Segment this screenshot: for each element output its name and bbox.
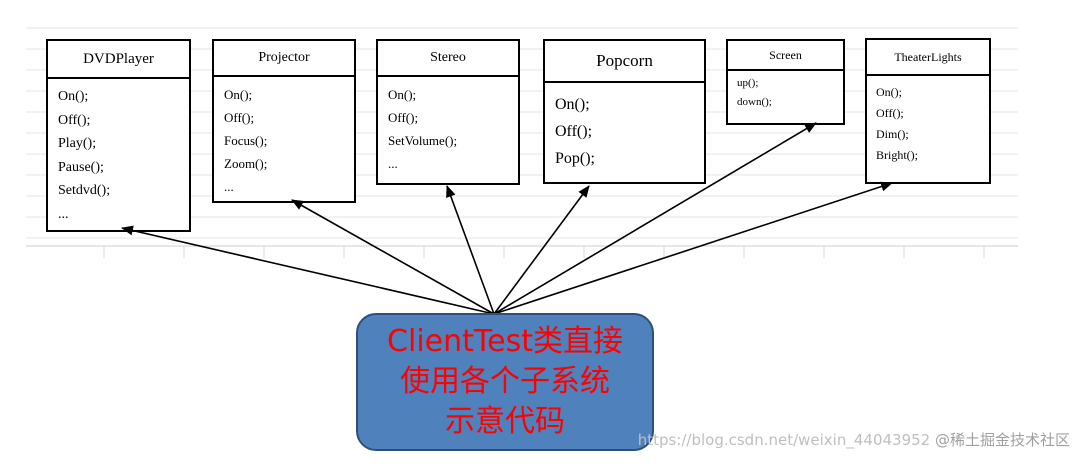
method-item: Pop(); bbox=[555, 150, 595, 167]
method-item: SetVolume(); bbox=[388, 133, 458, 148]
client-text-line: 使用各个子系统 bbox=[400, 364, 610, 399]
method-item: Zoom(); bbox=[224, 156, 268, 171]
class-methods-theaterlights: On(); Off(); Dim(); Bright(); bbox=[867, 76, 989, 166]
method-item: ... bbox=[58, 206, 69, 222]
class-title-screen: Screen bbox=[728, 41, 843, 71]
method-item: Off(); bbox=[388, 110, 419, 125]
method-item: On(); bbox=[555, 96, 590, 113]
class-title-dvdplayer: DVDPlayer bbox=[48, 41, 189, 79]
method-item: Off(); bbox=[876, 106, 904, 120]
method-item: On(); bbox=[876, 85, 902, 99]
class-box-dvdplayer: DVDPlayer On(); Off(); Play(); Pause(); … bbox=[46, 39, 191, 232]
method-item: down(); bbox=[737, 96, 772, 108]
method-item: up(); bbox=[737, 77, 759, 89]
class-box-theaterlights: TheaterLights On(); Off(); Dim(); Bright… bbox=[865, 38, 991, 184]
class-methods-stereo: On(); Off(); SetVolume(); ... bbox=[378, 77, 518, 175]
class-title-theaterlights: TheaterLights bbox=[867, 40, 989, 76]
watermark-brand: @稀土掘金技术社区 bbox=[934, 431, 1070, 449]
class-methods-dvdplayer: On(); Off(); Play(); Pause(); Setdvd(); … bbox=[48, 79, 189, 226]
class-box-popcorn: Popcorn On(); Off(); Pop(); bbox=[543, 39, 706, 184]
method-item: On(); bbox=[58, 89, 89, 104]
class-title-popcorn: Popcorn bbox=[545, 41, 704, 83]
class-methods-projector: On(); Off(); Focus(); Zoom(); ... bbox=[214, 77, 354, 198]
client-text-line: ClientTest类直接 bbox=[387, 324, 623, 359]
method-item: Off(); bbox=[555, 123, 593, 140]
method-item: ... bbox=[224, 179, 234, 194]
method-item: Dim(); bbox=[876, 127, 909, 141]
method-item: On(); bbox=[224, 87, 253, 102]
method-item: Play(); bbox=[58, 136, 97, 151]
class-title-projector: Projector bbox=[214, 41, 354, 77]
watermark: https://blog.csdn.net/weixin_44043952 @稀… bbox=[638, 429, 1070, 450]
method-item: Off(); bbox=[58, 112, 91, 128]
class-box-stereo: Stereo On(); Off(); SetVolume(); ... bbox=[376, 39, 520, 185]
method-item: Focus(); bbox=[224, 133, 268, 148]
class-box-projector: Projector On(); Off(); Focus(); Zoom(); … bbox=[212, 39, 356, 203]
watermark-url: https://blog.csdn.net/weixin_44043952 bbox=[637, 431, 931, 449]
method-item: Setdvd(); bbox=[58, 183, 111, 198]
class-methods-popcorn: On(); Off(); Pop(); bbox=[545, 83, 704, 172]
class-methods-screen: up(); down(); bbox=[728, 71, 843, 112]
class-title-stereo: Stereo bbox=[378, 41, 518, 77]
method-item: On(); bbox=[388, 87, 417, 102]
class-box-screen: Screen up(); down(); bbox=[726, 39, 845, 125]
method-item: Off(); bbox=[224, 110, 255, 125]
client-test-label: ClientTest类直接 使用各个子系统 示意代码 bbox=[387, 322, 623, 442]
client-text-line: 示意代码 bbox=[445, 404, 565, 439]
method-item: Pause(); bbox=[58, 159, 104, 175]
method-item: ... bbox=[388, 156, 398, 171]
method-item: Bright(); bbox=[876, 148, 918, 162]
client-test-box: ClientTest类直接 使用各个子系统 示意代码 bbox=[356, 313, 654, 451]
